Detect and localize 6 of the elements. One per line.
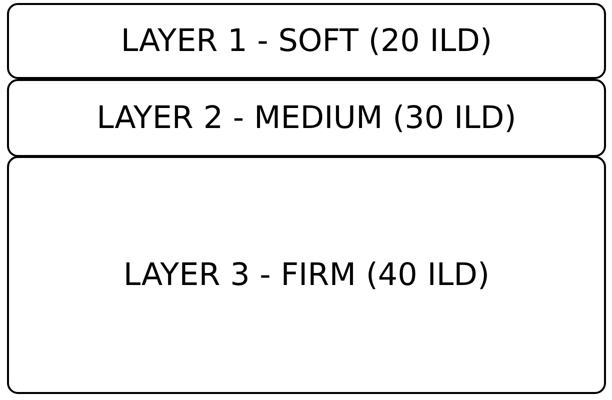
layer-label: LAYER 2 - MEDIUM (30 ILD) <box>96 100 516 136</box>
layer-label: LAYER 1 - SOFT (20 ILD) <box>120 24 492 58</box>
layer-box <box>7 3 606 79</box>
layer-label: LAYER 3 - FIRM (40 ILD) <box>123 258 490 292</box>
layer-box <box>7 156 606 394</box>
layer-box <box>7 79 606 157</box>
